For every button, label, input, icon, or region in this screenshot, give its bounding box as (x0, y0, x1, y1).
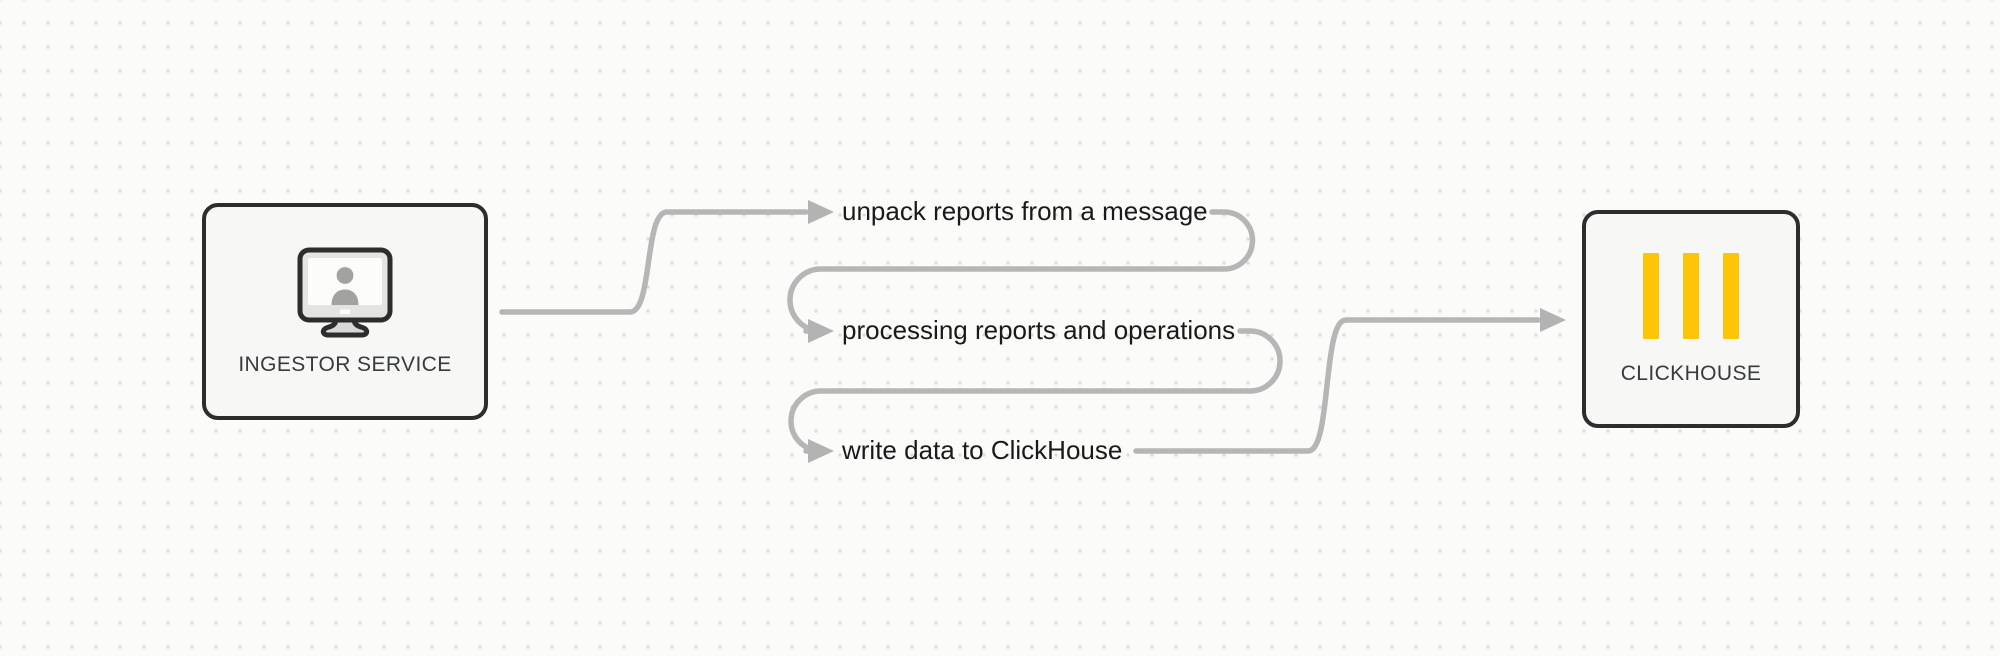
step-label-unpack-reports: unpack reports from a message (842, 195, 1208, 226)
node-ingestor-service[interactable]: INGESTOR SERVICE (202, 203, 488, 420)
arrowhead-icon (808, 319, 834, 343)
user-workstation-icon (297, 247, 393, 337)
step-label-write-data: write data to ClickHouse (842, 434, 1123, 465)
clickhouse-bars-icon (1643, 253, 1739, 339)
node-label-ingestor: INGESTOR SERVICE (238, 352, 452, 376)
step-label-processing-reports: processing reports and operations (842, 314, 1236, 345)
node-clickhouse[interactable]: CLICKHOUSE (1582, 210, 1800, 428)
connector-step2-to-step3 (788, 328, 1283, 454)
arrowhead-icon (808, 439, 834, 463)
node-label-clickhouse: CLICKHOUSE (1620, 362, 1762, 385)
arrowhead-icon (1540, 308, 1566, 332)
connector-step1-to-step2 (787, 209, 1256, 334)
connector-ingestor-to-step1 (499, 209, 809, 315)
arrowhead-icon (808, 200, 834, 224)
